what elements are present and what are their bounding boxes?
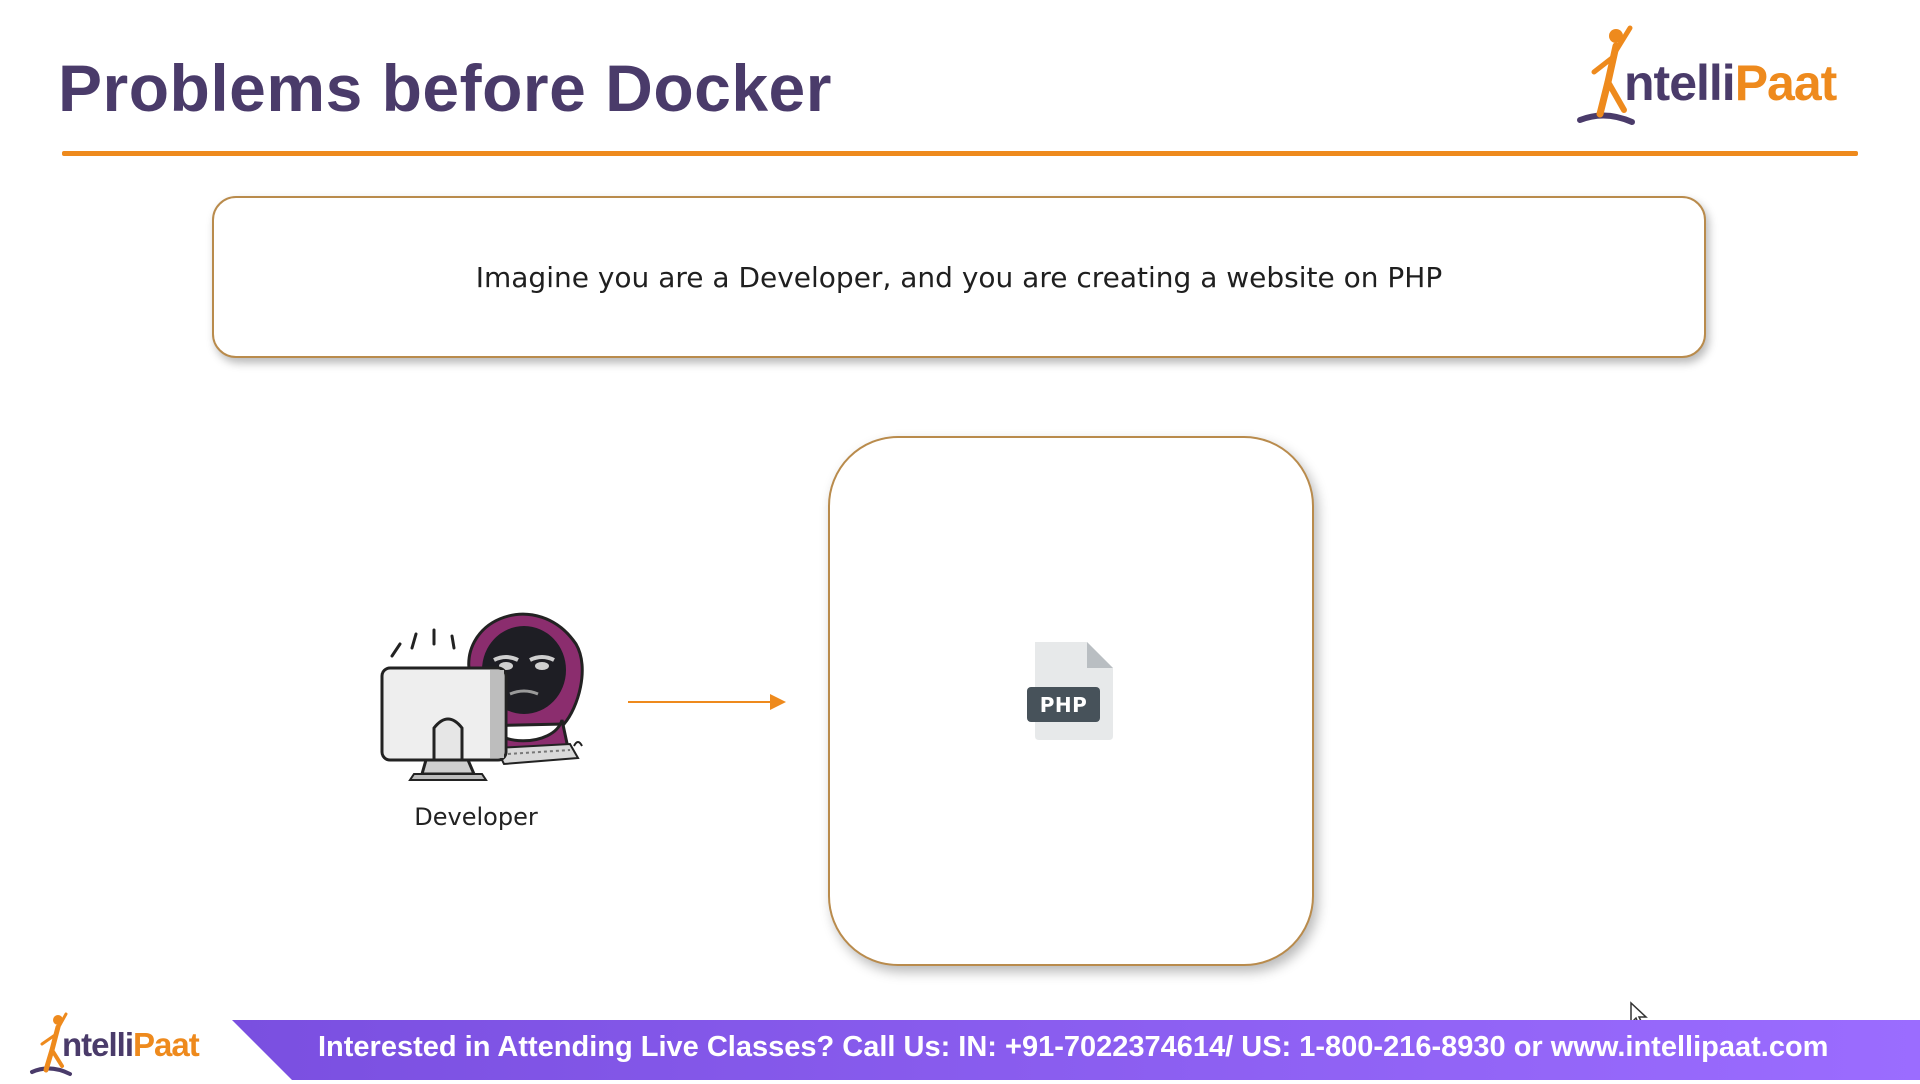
footer-logo-suffix: Paat xyxy=(133,1026,200,1063)
footer-intellipaat-logo: ntelliPaat xyxy=(28,1010,228,1080)
intellipaat-figure-icon xyxy=(1577,25,1635,125)
title-divider xyxy=(62,151,1858,156)
footer-banner xyxy=(232,1020,1920,1080)
footer-logo-prefix: ntelli xyxy=(62,1026,134,1063)
footer-logo-wordmark: ntelliPaat xyxy=(62,1026,200,1064)
logo-wordmark: ntelliPaat xyxy=(1624,54,1838,112)
intellipaat-figure-icon xyxy=(30,1012,72,1076)
intro-callout: Imagine you are a Developer, and you are… xyxy=(212,196,1706,358)
developer-label: Developer xyxy=(414,803,538,831)
slide-title: Problems before Docker xyxy=(58,51,832,125)
developer-illustration xyxy=(378,598,584,782)
logo-wordmark-prefix: ntelli xyxy=(1624,55,1736,111)
intellipaat-logo: ntelliPaat xyxy=(1570,22,1870,132)
flow-arrow xyxy=(626,690,790,714)
intro-text: Imagine you are a Developer, and you are… xyxy=(475,260,1443,294)
logo-wordmark-suffix: Paat xyxy=(1734,55,1838,111)
footer-banner-text[interactable]: Interested in Attending Live Classes? Ca… xyxy=(318,1031,1829,1063)
hooded-developer-at-computer-icon xyxy=(380,612,584,781)
arrow-right-icon xyxy=(628,694,786,710)
php-badge: PHP xyxy=(1027,687,1100,722)
